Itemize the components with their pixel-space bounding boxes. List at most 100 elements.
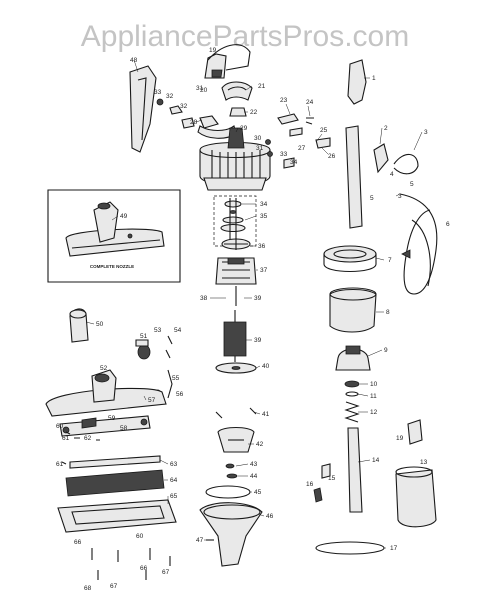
label-55: 55 bbox=[172, 375, 180, 382]
label-4: 4 bbox=[390, 171, 394, 178]
watermark-text: AppliancePartsPros.com bbox=[81, 20, 409, 53]
cap-part bbox=[335, 345, 371, 371]
label-31a: 30 bbox=[254, 135, 262, 142]
label-56: 56 bbox=[176, 391, 184, 398]
dirt-cup-part bbox=[395, 466, 437, 528]
bearing-cup-part bbox=[217, 426, 255, 453]
label-12: 12 bbox=[370, 409, 378, 416]
label-6: 6 bbox=[446, 221, 450, 228]
small-washer-part bbox=[225, 463, 238, 479]
label-59: 59 bbox=[108, 415, 116, 422]
label-39a: 38 bbox=[200, 295, 208, 302]
label-21: 20 bbox=[200, 87, 208, 94]
label-24: 23 bbox=[280, 97, 288, 104]
label-60a: 60 bbox=[56, 423, 64, 430]
label-66b: 66 bbox=[140, 565, 148, 572]
small-parts-52-53-54 bbox=[135, 335, 173, 360]
label-39b: 39 bbox=[254, 295, 262, 302]
fan-stack-parts bbox=[220, 198, 246, 244]
handle-grip-part bbox=[221, 81, 253, 101]
label-67b: 67 bbox=[162, 569, 170, 576]
lower-tube-part bbox=[347, 427, 363, 513]
washer-10 bbox=[344, 380, 360, 388]
cord-switch-part bbox=[373, 143, 419, 175]
impeller-part bbox=[221, 238, 251, 250]
label-10: 10 bbox=[370, 381, 378, 388]
switch-lever-part bbox=[197, 115, 237, 139]
label-68: 68 bbox=[84, 585, 92, 592]
headlight-bulb-part bbox=[69, 308, 89, 343]
label-60b: 60 bbox=[136, 533, 144, 540]
label-64: 64 bbox=[170, 477, 178, 484]
label-61a: 61 bbox=[62, 435, 70, 442]
label-1: 1 bbox=[372, 75, 376, 82]
label-33a: 32 bbox=[166, 93, 174, 100]
side-cover-part bbox=[129, 65, 157, 153]
small-bracket-part bbox=[229, 107, 247, 117]
label-16: 16 bbox=[306, 481, 314, 488]
screws-66-67-68 bbox=[91, 548, 171, 580]
label-19: 19 bbox=[396, 435, 404, 442]
label-61b: 61 bbox=[56, 461, 64, 468]
label-66a: 66 bbox=[74, 539, 82, 546]
label-44: 43 bbox=[250, 461, 258, 468]
label-20: 19 bbox=[209, 47, 217, 54]
label-37: 36 bbox=[258, 243, 266, 250]
filter-housing-part bbox=[329, 287, 377, 333]
label-48: 47 bbox=[196, 537, 204, 544]
label-57: 57 bbox=[148, 397, 156, 404]
label-36: 35 bbox=[260, 213, 268, 220]
complete-nozzle-part bbox=[65, 201, 165, 257]
label-43: 42 bbox=[256, 441, 264, 448]
label-23: 22 bbox=[250, 109, 258, 116]
label-65: 65 bbox=[170, 493, 178, 500]
label-9: 9 bbox=[384, 347, 388, 354]
label-14: 14 bbox=[372, 457, 380, 464]
switch-parts-right bbox=[265, 113, 331, 169]
armature-part bbox=[223, 310, 247, 362]
label-26: 25 bbox=[320, 127, 328, 134]
label-47: 46 bbox=[266, 513, 274, 520]
label-52a: 51 bbox=[140, 333, 148, 340]
label-27: 26 bbox=[328, 153, 336, 160]
label-5a: 5 bbox=[370, 195, 374, 202]
spring-part bbox=[344, 401, 360, 423]
brush-roll-parts bbox=[59, 415, 151, 437]
label-33b: 33 bbox=[280, 151, 288, 158]
brush-strip-part bbox=[65, 469, 165, 497]
label-22: 21 bbox=[258, 83, 266, 90]
label-67a: 67 bbox=[110, 583, 118, 590]
motor-housing-part bbox=[199, 127, 271, 191]
label-32a: 31 bbox=[256, 145, 264, 152]
label-17: 17 bbox=[390, 545, 398, 552]
label-35: 34 bbox=[260, 201, 268, 208]
label-2: 2 bbox=[384, 125, 388, 132]
label-30: 29 bbox=[240, 125, 248, 132]
power-cord-part bbox=[399, 193, 438, 295]
label-7: 7 bbox=[388, 257, 392, 264]
drive-belt-part bbox=[315, 541, 385, 555]
label-34a: 33 bbox=[154, 89, 162, 96]
label-41: 40 bbox=[262, 363, 270, 370]
label-11: 11 bbox=[370, 393, 377, 400]
label-52b: 52 bbox=[100, 365, 108, 372]
agitator-rod-part bbox=[69, 455, 161, 469]
belt-ring-part bbox=[205, 485, 251, 499]
label-25: 24 bbox=[306, 99, 314, 106]
nozzle-inset-frame bbox=[47, 189, 181, 283]
small-parts-15-16 bbox=[313, 463, 331, 503]
label-53: 53 bbox=[154, 327, 162, 334]
washer-11 bbox=[345, 391, 359, 397]
nozzle-body-part bbox=[45, 369, 167, 417]
label-34b: 34 bbox=[290, 159, 298, 166]
label-45: 44 bbox=[250, 473, 258, 480]
label-31b: 31 bbox=[196, 85, 204, 92]
motor-field-part bbox=[215, 257, 257, 285]
screw-pair-part bbox=[215, 407, 257, 419]
label-13: 13 bbox=[420, 459, 428, 466]
label-49: 48 bbox=[130, 57, 138, 64]
small-parts-32-33-34 bbox=[156, 98, 195, 129]
part-number-labels: 19 20 21 22 23 24 25 26 27 28 29 30 31 3… bbox=[56, 47, 450, 592]
screws-60-61-62 bbox=[61, 431, 100, 465]
